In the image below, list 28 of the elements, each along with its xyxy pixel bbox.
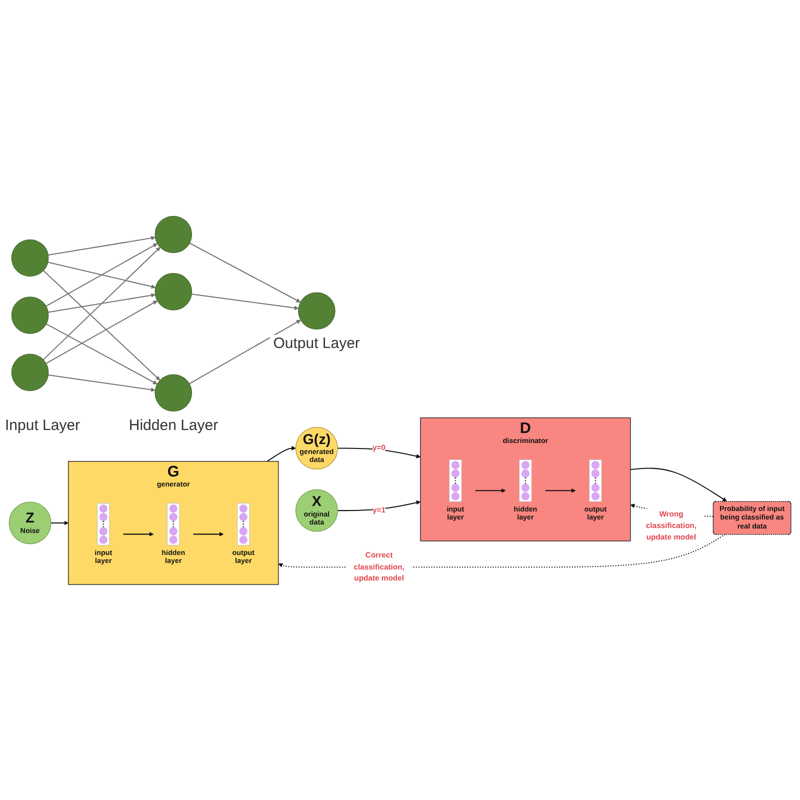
arrow — [630, 467, 727, 502]
node-circle — [11, 296, 49, 334]
arrow — [48, 292, 156, 312]
arrow — [48, 374, 156, 392]
arrow — [43, 270, 160, 380]
arrow — [51, 520, 69, 525]
arrow — [266, 446, 296, 462]
node-circle — [154, 374, 192, 412]
arrow — [545, 488, 576, 493]
arrow — [46, 323, 158, 384]
layer-label: Output Layer — [270, 334, 363, 352]
arrow — [46, 300, 158, 364]
arrow — [193, 532, 224, 536]
arrow — [189, 319, 301, 384]
node-circle — [11, 239, 49, 276]
arrow — [48, 261, 156, 288]
node-circle — [154, 216, 192, 253]
node-circle — [11, 353, 49, 391]
arrow — [338, 447, 421, 458]
arrow — [48, 236, 156, 256]
arrow — [192, 293, 299, 310]
arrow — [123, 532, 154, 536]
node-circle — [298, 292, 336, 330]
node-circle — [154, 272, 192, 310]
arrow — [42, 246, 160, 360]
arrow — [189, 242, 301, 302]
arrow — [46, 242, 158, 306]
arrow — [475, 488, 506, 493]
